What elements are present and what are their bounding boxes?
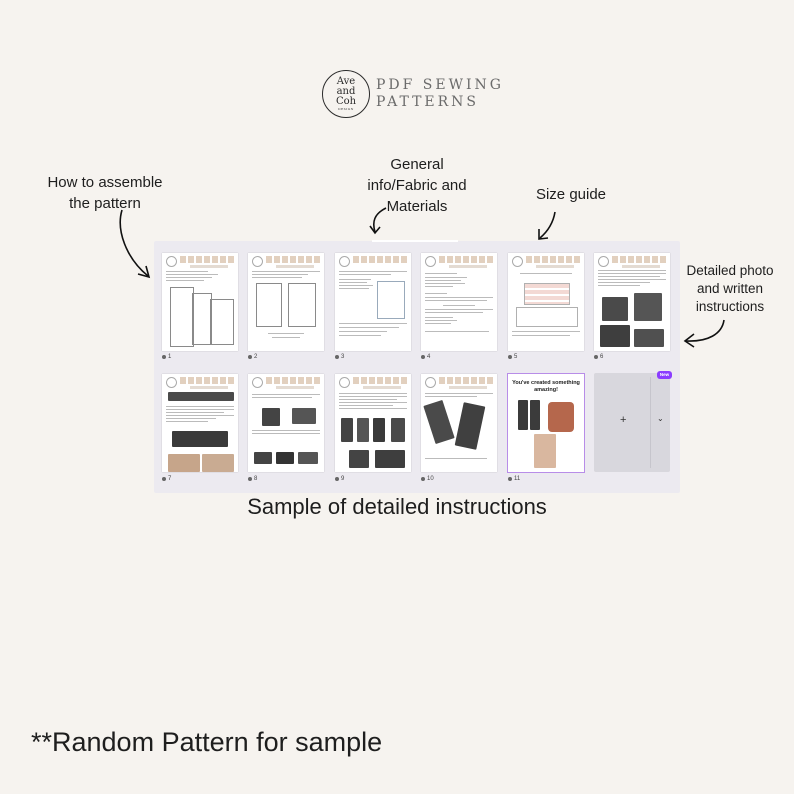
page-11-heading: You've created something amazing! [512,380,580,393]
page-number-2: 2 [248,354,257,360]
callout-detailed: Detailed photo and written instructions [678,262,782,316]
page-number-3: 3 [335,354,344,360]
add-page-divider [650,377,651,468]
callout-detailed-line-2: and written [696,281,764,296]
chevron-down-icon[interactable]: ⌄ [657,414,664,423]
logo-badge: Ave and Coh DESIGN [322,70,370,118]
callout-assemble: How to assemble the pattern [30,172,180,214]
page-number-4: 4 [421,354,430,360]
callout-general: General info/Fabric and Materials [357,154,477,217]
callout-assemble-line-2: the pattern [69,195,141,212]
page-thumbnail-4[interactable] [421,253,497,351]
page-thumbnail-2[interactable] [248,253,324,351]
page-number-9: 9 [335,476,344,482]
page-number-8: 8 [248,476,257,482]
callout-general-line-3: Materials [386,198,448,215]
page-thumbnail-6[interactable] [594,253,670,351]
brand-title: PDF SEWING PATTERNS [376,77,504,111]
logo-line-3: Coh [335,95,357,107]
callout-detailed-line-3: instructions [695,299,765,314]
arrow-to-page-1-icon [119,209,151,279]
arrow-to-page-5-icon [538,211,556,240]
page-number-7: 7 [162,476,171,482]
arrow-to-page-6-icon [683,319,725,348]
footer-note: **Random Pattern for sample [31,727,383,757]
page-number-5: 5 [508,354,517,360]
new-badge: New [657,371,672,379]
page-number-1: 1 [162,354,171,360]
logo-tiny-text: DESIGN [338,106,354,111]
logo-line-1: Ave [336,75,356,87]
brand-title-line-2: PATTERNS [376,94,480,110]
page-thumbnail-1[interactable] [162,253,238,351]
page-thumbnail-7[interactable] [162,374,238,472]
plus-icon[interactable]: + [620,414,627,426]
callout-general-line-2: info/Fabric and [367,177,467,194]
callout-general-line-1: General [390,156,444,173]
callout-detailed-line-1: Detailed photo [686,263,774,278]
page-thumbnail-8[interactable] [248,374,324,472]
brand-logo: Ave and Coh DESIGN PDF SEWING PATTERNS [322,70,504,118]
page-thumbnail-9[interactable] [335,374,411,472]
callout-assemble-line-1: How to assemble [47,174,163,191]
page-thumbnail-10[interactable] [421,374,497,472]
brand-title-line-1: PDF SEWING [376,77,504,93]
add-page-button[interactable]: + ⌄ [594,373,670,472]
page-thumbnail-11[interactable]: You've created something amazing! [507,373,585,473]
page-number-6: 6 [594,354,603,360]
page-thumbnail-5[interactable] [508,253,584,351]
page-number-10: 10 [421,476,434,482]
page-number-11: 11 [508,476,520,482]
panel-tab-highlight [372,240,458,242]
callout-size-guide: Size guide [535,186,607,203]
page-thumbnail-3[interactable] [335,253,411,351]
arrow-to-page-3-icon [369,207,387,235]
logo-line-2: and [336,85,356,97]
pages-overview-panel [154,241,680,493]
panel-caption: Sample of detailed instructions [247,494,547,519]
